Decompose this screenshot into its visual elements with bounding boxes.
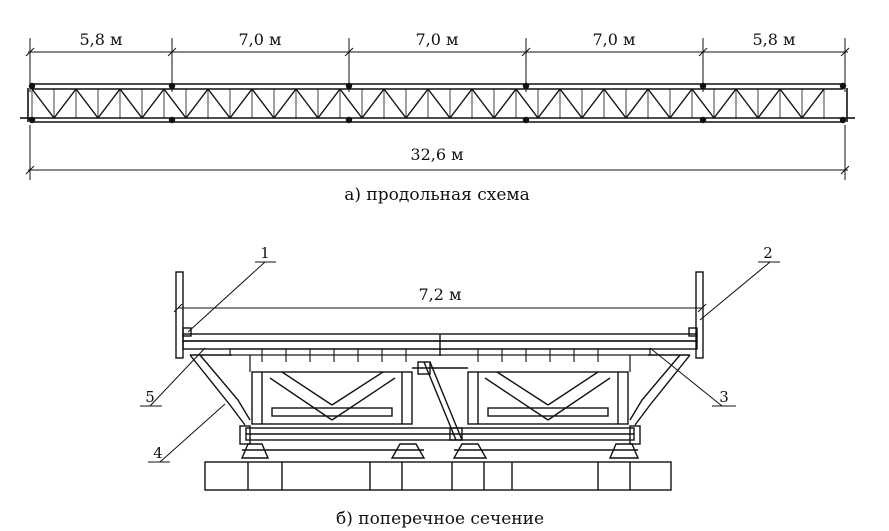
truss-diagonal [471, 88, 495, 119]
railing-right [695, 271, 704, 359]
truss-diagonal [757, 88, 781, 119]
truss-diagonal [163, 88, 187, 119]
truss-node [345, 116, 353, 124]
total-dimension-line [25, 125, 850, 180]
truss-diagonal [801, 88, 825, 119]
callout-2: 2 [763, 244, 773, 262]
truss-support-nodes [28, 82, 847, 124]
truss-diagonal [647, 88, 671, 119]
truss-diagonal [625, 88, 649, 119]
truss-diagonal [669, 88, 693, 119]
truss-diagonal [31, 88, 55, 119]
truss-web-members [31, 88, 825, 119]
truss-node [345, 82, 353, 90]
deck-width-label: 7,2 м [419, 285, 462, 304]
pontoon-supports [240, 443, 640, 459]
span-label-2: 7,0 м [239, 30, 282, 49]
truss-diagonal [383, 88, 407, 119]
truss-diagonal [427, 88, 451, 119]
truss-diagonal [75, 88, 99, 119]
truss-diagonal [559, 88, 583, 119]
truss-diagonal [339, 88, 363, 119]
truss-diagonal [691, 88, 715, 119]
truss-chords [20, 83, 855, 123]
truss-diagonal [493, 88, 517, 119]
width-dimension-line [173, 303, 707, 313]
callout-4: 4 [153, 444, 163, 462]
callout-5: 5 [145, 388, 155, 406]
truss-node [699, 82, 707, 90]
truss-diagonal [735, 88, 759, 119]
truss-diagonal [119, 88, 143, 119]
cross-section: 7,2 м [140, 244, 780, 529]
bottom-chord [239, 425, 641, 445]
longitudinal-caption: а) продольная схема [344, 185, 530, 205]
truss-module-right [467, 371, 629, 425]
span-dimension-line [25, 38, 850, 92]
span-label-5: 5,8 м [753, 30, 796, 49]
truss-diagonal [273, 88, 297, 119]
inclined-strut-left [189, 354, 251, 426]
truss-diagonal [185, 88, 209, 119]
deck-slab [182, 327, 698, 356]
pontoon-cells [247, 462, 631, 490]
span-label-1: 5,8 м [80, 30, 123, 49]
truss-node [839, 82, 847, 90]
total-length-label: 32,6 м [410, 145, 463, 164]
truss-diagonal [317, 88, 341, 119]
callout-3: 3 [719, 388, 729, 406]
base-pontoon [204, 461, 672, 491]
truss-diagonal [581, 88, 605, 119]
truss-diagonal [449, 88, 473, 119]
truss-diagonal [361, 88, 385, 119]
inclined-strut-right [629, 354, 691, 426]
truss-diagonal [537, 88, 561, 119]
truss-diagonal [97, 88, 121, 119]
truss-node [522, 116, 530, 124]
truss-node [28, 82, 36, 90]
truss-module-left [251, 371, 413, 425]
span-label-3: 7,0 м [416, 30, 459, 49]
deck-cross-beams [229, 348, 651, 372]
truss-node [839, 116, 847, 124]
truss-diagonal [295, 88, 319, 119]
truss-node [522, 82, 530, 90]
beam-stiffeners [261, 349, 599, 362]
truss-diagonal [141, 88, 165, 119]
callout-1: 1 [260, 244, 270, 262]
truss-diagonal [713, 88, 737, 119]
truss-diagonal [207, 88, 231, 119]
cross-section-caption: б) поперечное сечение [336, 509, 544, 529]
span-label-4: 7,0 м [593, 30, 636, 49]
truss-diagonal [603, 88, 627, 119]
truss-diagonal [53, 88, 77, 119]
railing-left [175, 271, 184, 359]
truss-node [28, 116, 36, 124]
truss-diagonal [229, 88, 253, 119]
truss-node [699, 116, 707, 124]
truss-diagonal [779, 88, 803, 119]
truss-diagonal [515, 88, 539, 119]
truss-node [168, 116, 176, 124]
truss-diagonal [405, 88, 429, 119]
callout-leaders [140, 261, 780, 463]
truss-diagonal [251, 88, 275, 119]
longitudinal-scheme: 5,8 м 7,0 м 7,0 м 7,0 м 5,8 м 32,6 м а) … [20, 30, 855, 205]
truss-node [168, 82, 176, 90]
